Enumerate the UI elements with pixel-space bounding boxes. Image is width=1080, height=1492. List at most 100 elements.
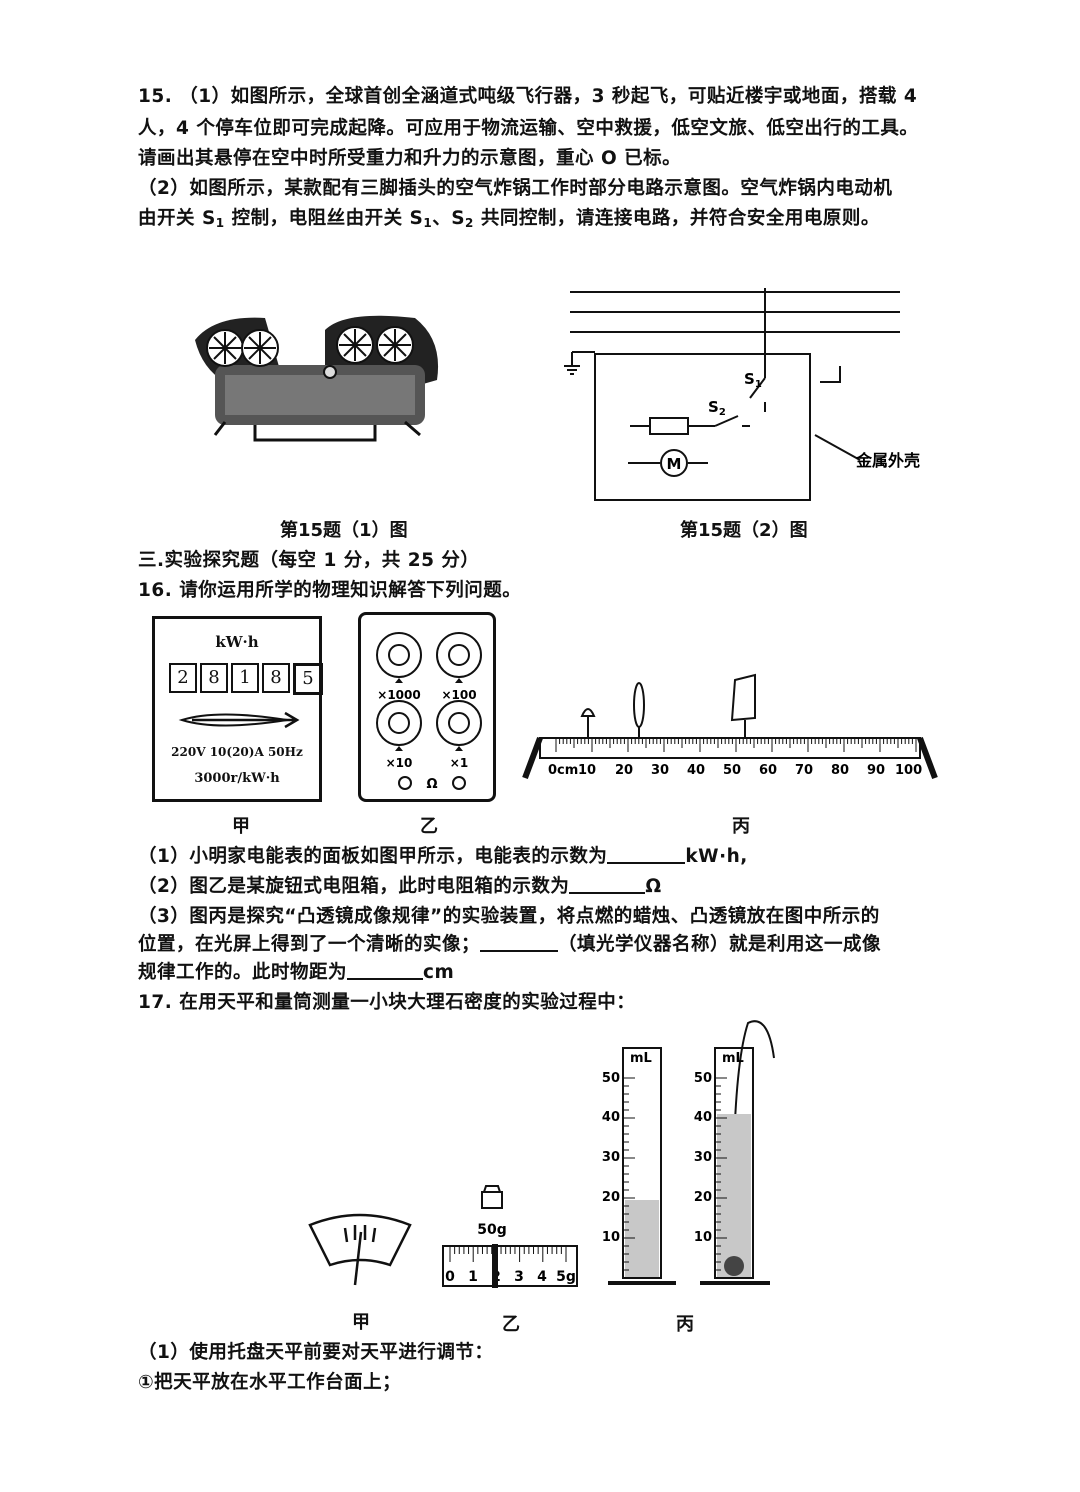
subscript: 1 (215, 216, 225, 230)
convex-lens (633, 682, 645, 728)
cyl-label: 20 (602, 1190, 620, 1205)
dials: ×1000 ×100 ×10 ×1 Ω (376, 632, 482, 792)
bench-label: 10 (578, 763, 596, 778)
text: 位置，在光屏上得到了一个清晰的实像； (138, 934, 481, 955)
scale-plate (308, 1213, 412, 1267)
pointer (395, 678, 403, 683)
dial-multiplier: ×100 (441, 688, 476, 702)
meter-digit: 2 (169, 663, 197, 693)
q16-part-3a: （3）图丙是探究“凸透镜成像规律”的实验装置，将点燃的蜡烛、凸透镜放在图中所示的 (138, 906, 880, 927)
cylinder-unit: mL (630, 1051, 652, 1066)
fig17-label-jia: 甲 (352, 1312, 370, 1333)
q15-line-5: 由开关 S1 控制，电阻丝由开关 S1、S2 共同控制，请连接电路，并符合安全用… (138, 206, 958, 236)
meter-digits: 2 8 1 8 5 (169, 663, 323, 695)
balance-pointer (308, 1213, 412, 1286)
s1-label: S1 (744, 370, 762, 390)
meter-rate: 3000r/kW·h (194, 771, 280, 786)
text: 控制，电阻丝由开关 S (224, 208, 424, 229)
answer-blank[interactable] (347, 960, 424, 980)
meter-digit: 1 (231, 663, 259, 693)
bench-label: 60 (759, 763, 777, 778)
answer-blank[interactable] (607, 844, 686, 864)
terminal (398, 776, 412, 790)
answer-blank[interactable] (569, 874, 646, 894)
fig16-label-yi: 乙 (420, 816, 438, 837)
meter-digit: 8 (200, 663, 228, 693)
text: 、S (432, 208, 466, 229)
measuring-cylinders: mL mL 50 40 30 20 10 50 40 30 20 10 (602, 1020, 775, 1285)
bench-label: 0cm (548, 763, 578, 778)
dial-x100 (436, 632, 482, 678)
arrow (192, 711, 300, 729)
text: cm (423, 962, 455, 983)
water-level-2 (717, 1114, 751, 1277)
fan-blades (209, 332, 241, 364)
fig17-label-yi: 乙 (502, 1314, 520, 1335)
q17-part-1: （1）使用托盘天平前要对天平进行调节： (138, 1342, 494, 1363)
q15-line-4: （2）如图所示，某款配有三脚插头的空气炸锅工作时部分电路示意图。空气炸锅内电动机 (138, 178, 893, 199)
text: 由开关 S (138, 208, 216, 229)
ohm-symbol: Ω (426, 777, 437, 792)
marble-stone (724, 1256, 744, 1276)
answer-blank[interactable] (480, 932, 559, 952)
switch-s2 (714, 415, 750, 427)
weight-icon (481, 1185, 503, 1209)
ground-symbol (564, 352, 580, 375)
switch-s1 (749, 377, 766, 412)
fuselage-texture (225, 375, 415, 415)
cylinder-ticks (623, 1077, 727, 1279)
q15-line-1: 15. （1）如图所示，全球首创全涵道式吨级飞行器，3 秒起飞，可贴近楼宇或地面… (138, 86, 918, 107)
cylinder-unit: mL (722, 1051, 744, 1066)
fan-blades (379, 329, 411, 361)
pointer (395, 746, 403, 751)
motor-label: M (667, 455, 682, 473)
q16-title: 16. 请你运用所学的物理知识解答下列问题。 (138, 580, 522, 601)
dial-multiplier: ×1000 (377, 688, 420, 702)
q17-title: 17. 在用天平和量筒测量一小块大理石密度的实验过程中： (138, 992, 636, 1013)
fig17-label-bing: 丙 (676, 1314, 694, 1335)
weight-label: 50g (477, 1222, 507, 1238)
fig15-1-caption: 第15题（1）图 (280, 520, 408, 541)
screen (730, 673, 756, 738)
center-of-gravity (323, 365, 337, 379)
q15-line-3: 请画出其悬停在空中时所受重力和升力的示意图，重心 O 已标。 (138, 148, 682, 169)
meter-digit: 8 (262, 663, 290, 693)
bench-label: 70 (795, 763, 813, 778)
scale-ticks (449, 1246, 567, 1262)
fan-blades (244, 332, 276, 364)
pointer (455, 678, 463, 683)
candle (580, 708, 596, 738)
cyl-label: 40 (602, 1110, 620, 1125)
text: （1）小明家电能表的面板如图甲所示，电能表的示数为 (138, 846, 608, 867)
section-3-heading: 三.实验探究题（每空 1 分，共 25 分） (138, 550, 480, 571)
bench-label: 90 (867, 763, 885, 778)
text: Ω (645, 876, 662, 897)
q15-line-2: 人，4 个停车位即可完成起降。可应用于物流运输、空中救援，低空文旅、低空出行的工… (138, 118, 919, 139)
rider (492, 1244, 498, 1288)
cylinder-1 (622, 1047, 662, 1279)
motor-circle (660, 449, 688, 477)
q17-step-1: ①把天平放在水平工作台面上； (138, 1372, 402, 1393)
energy-meter: kW·h 2 8 1 8 5 220V 10(20)A 50Hz 3000r/k… (152, 616, 323, 802)
aircraft-figure (195, 315, 439, 442)
cyl-label: 30 (602, 1150, 620, 1165)
bench-legs (522, 736, 938, 780)
cyl-label: 50 (694, 1071, 712, 1086)
bench-label: 20 (615, 763, 633, 778)
meter-disk-arrow (178, 711, 300, 729)
shell-leader (814, 434, 861, 461)
cyl-label: 40 (694, 1110, 712, 1125)
dial-knob (388, 712, 410, 734)
scale-marks (343, 1225, 377, 1243)
dial-knob (448, 712, 470, 734)
scale-label: 5g (556, 1269, 576, 1285)
circuit-diagram: S1 S2 M 金属外壳 (564, 288, 920, 501)
bench-ticks (555, 738, 917, 752)
weight-and-scale: 50g 0 1 2 3 4 5g (442, 1185, 578, 1288)
bench-label: 40 (687, 763, 705, 778)
subscript: 2 (719, 407, 726, 418)
needle (353, 1231, 363, 1286)
resistor (649, 417, 689, 435)
